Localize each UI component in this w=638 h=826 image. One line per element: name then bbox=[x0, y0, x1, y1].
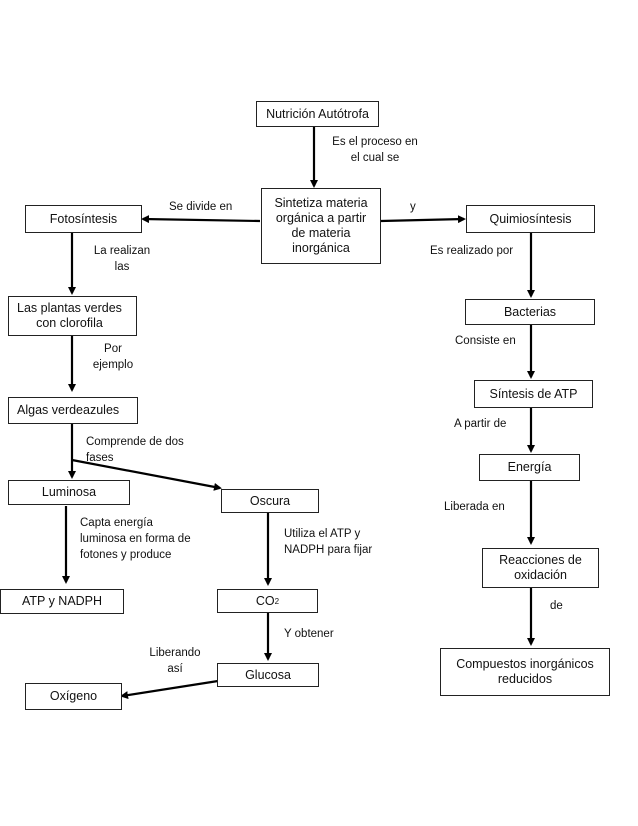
node-glucosa: Glucosa bbox=[217, 663, 319, 687]
label-y-obtener: Y obtener bbox=[284, 628, 334, 640]
label-liberando-asi: Liberando así bbox=[149, 647, 201, 675]
label-consiste-en: Consiste en bbox=[455, 335, 516, 347]
label-y: y bbox=[410, 201, 416, 213]
label-la-realizan-las: La realizan las bbox=[93, 245, 151, 273]
node-bacterias: Bacterias bbox=[465, 299, 595, 325]
node-oxigeno: Oxígeno bbox=[25, 683, 122, 710]
node-luminosa: Luminosa bbox=[8, 480, 130, 505]
node-algas-verdeazules: Algas verdeazules bbox=[8, 397, 138, 424]
node-quimiosintesis: Quimiosíntesis bbox=[466, 205, 595, 233]
node-sintesis-atp: Síntesis de ATP bbox=[474, 380, 593, 408]
label-es-el-proceso: Es el proceso en el cual se bbox=[332, 136, 418, 164]
arrow-algas-oscura bbox=[71, 458, 222, 491]
label-a-partir-de: A partir de bbox=[454, 418, 507, 430]
node-atp-nadph: ATP y NADPH bbox=[0, 589, 124, 614]
arrow-sintetiza-fotosintesis bbox=[141, 215, 261, 224]
label-de: de bbox=[550, 600, 563, 612]
arrow-glucosa-oxigeno bbox=[120, 679, 219, 700]
label-por-ejemplo: Por ejemplo bbox=[92, 343, 134, 371]
node-energia: Energía bbox=[479, 454, 580, 481]
label-utiliza-atp: Utiliza el ATP y NADPH para fijar bbox=[284, 528, 373, 556]
node-plantas-verdes: Las plantas verdes con clorofila bbox=[8, 296, 137, 336]
node-compuestos-inorganicos: Compuestos inorgánicos reducidos bbox=[440, 648, 610, 696]
node-sintetiza-materia: Sintetiza materia orgánica a partir de m… bbox=[261, 188, 381, 264]
co2-subscript: 2 bbox=[274, 596, 280, 606]
label-capta-energia: Capta energía luminosa en forma de foton… bbox=[80, 517, 191, 561]
label-es-realizado-por: Es realizado por bbox=[430, 245, 514, 257]
node-nutricion-autotrofa: Nutrición Autótrofa bbox=[256, 101, 379, 127]
node-oscura: Oscura bbox=[221, 489, 319, 513]
label-liberada-en: Liberada en bbox=[444, 501, 505, 513]
co2-text: CO bbox=[255, 593, 275, 608]
arrow-sintetiza-quimiosintesis bbox=[380, 215, 466, 224]
node-reacciones-oxidacion: Reacciones de oxidación bbox=[482, 548, 599, 588]
label-se-divide-en: Se divide en bbox=[169, 201, 233, 213]
label-comprende-de-dos-fases: Comprende de dos fases bbox=[86, 436, 184, 464]
node-fotosintesis: Fotosíntesis bbox=[25, 205, 142, 233]
